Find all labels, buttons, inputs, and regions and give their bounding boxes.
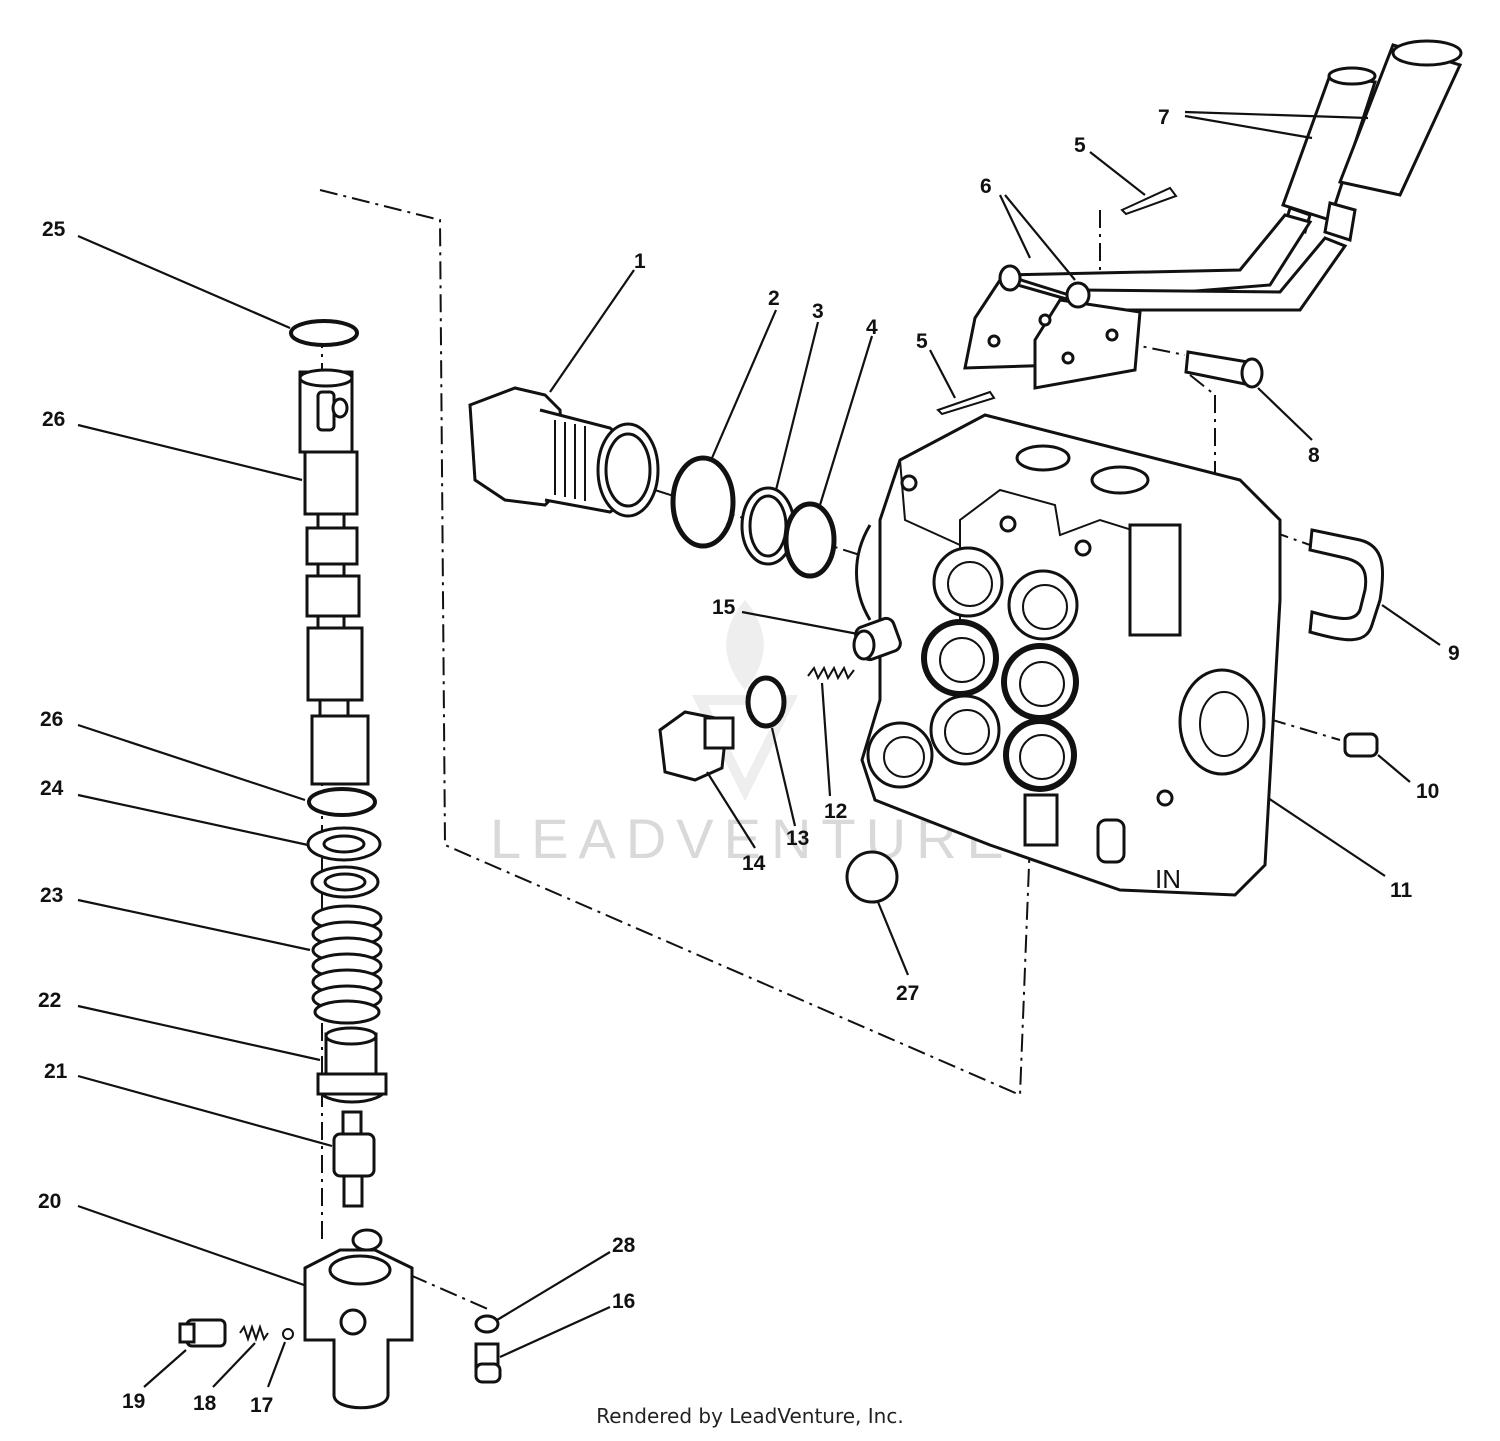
o-ring-top [289,319,359,347]
callout-25-top: 25 [42,218,66,241]
callout-26: 26 [42,408,65,431]
valve-body: IN [855,413,1282,897]
callout-17: 17 [250,1394,273,1417]
callout-22: 22 [38,989,61,1012]
spring [311,904,383,1025]
spool-assembly [178,319,502,1410]
callout-16: 16 [612,1290,635,1313]
port [866,721,934,789]
u-link [1308,528,1385,642]
port [921,619,999,697]
callout-5-lower: 5 [916,330,928,353]
callout-4: 4 [866,316,878,339]
detent-spring [239,1323,269,1343]
callout-14: 14 [742,852,766,875]
credit-footer: Rendered by LeadVenture, Inc. [0,1404,1500,1428]
leader-lines [77,110,1441,1388]
handle-group [936,39,1463,642]
hex-plug [658,710,735,782]
callout-7: 7 [1158,106,1170,129]
cotter-pin [1120,186,1178,216]
callout-12: 12 [824,800,847,823]
body-marking-in: IN [1155,864,1181,894]
cap-disc [845,850,899,904]
callout-3: 3 [812,300,824,323]
lever-rod [1004,213,1313,302]
o-ring-13 [745,675,787,729]
spring-seat [316,1026,388,1104]
callout-6: 6 [980,175,992,198]
callout-labels: 25 26 26 24 23 22 21 20 19 18 17 28 16 1… [38,106,1460,1417]
callout-24: 24 [40,777,64,800]
callout-28: 28 [612,1234,636,1257]
relief-spring [807,665,855,681]
set-screw [1343,732,1379,758]
callout-10: 10 [1416,780,1439,803]
callout-21: 21 [44,1060,68,1083]
o-ring-2 [670,455,736,549]
callout-5-top: 5 [1074,134,1086,157]
lever-bracket [1033,298,1142,390]
callout-8: 8 [1308,444,1320,467]
handle-grip [1337,43,1463,197]
credit-text: Rendered by LeadVenture, Inc. [596,1404,904,1428]
callout-27: 27 [896,982,919,1005]
port [1001,643,1079,721]
callout-9: 9 [1448,642,1460,665]
callout-18: 18 [193,1392,217,1415]
inlet-port [1178,668,1266,776]
spool [298,368,370,786]
spool-cap [303,1228,414,1410]
callout-20: 20 [38,1190,61,1213]
callout-13: 13 [786,827,809,850]
callout-1: 1 [634,250,646,273]
relief-group [658,616,1379,904]
callout-2: 2 [768,287,780,310]
spool-bolt [332,1110,376,1208]
o-ring-4 [783,501,837,579]
callout-11: 11 [1390,879,1413,902]
callout-19: 19 [122,1390,145,1413]
cap-washer [474,1314,500,1334]
callout-25-lower: 26 [40,708,63,731]
detent-ball [282,1328,294,1340]
o-ring-lower [307,787,377,817]
cap-screw [474,1342,502,1384]
fitting-group [468,386,837,579]
cotter-pin [936,390,996,416]
handle-grip [1281,73,1377,222]
callout-23: 23 [40,884,63,907]
callout-15: 15 [712,596,736,619]
